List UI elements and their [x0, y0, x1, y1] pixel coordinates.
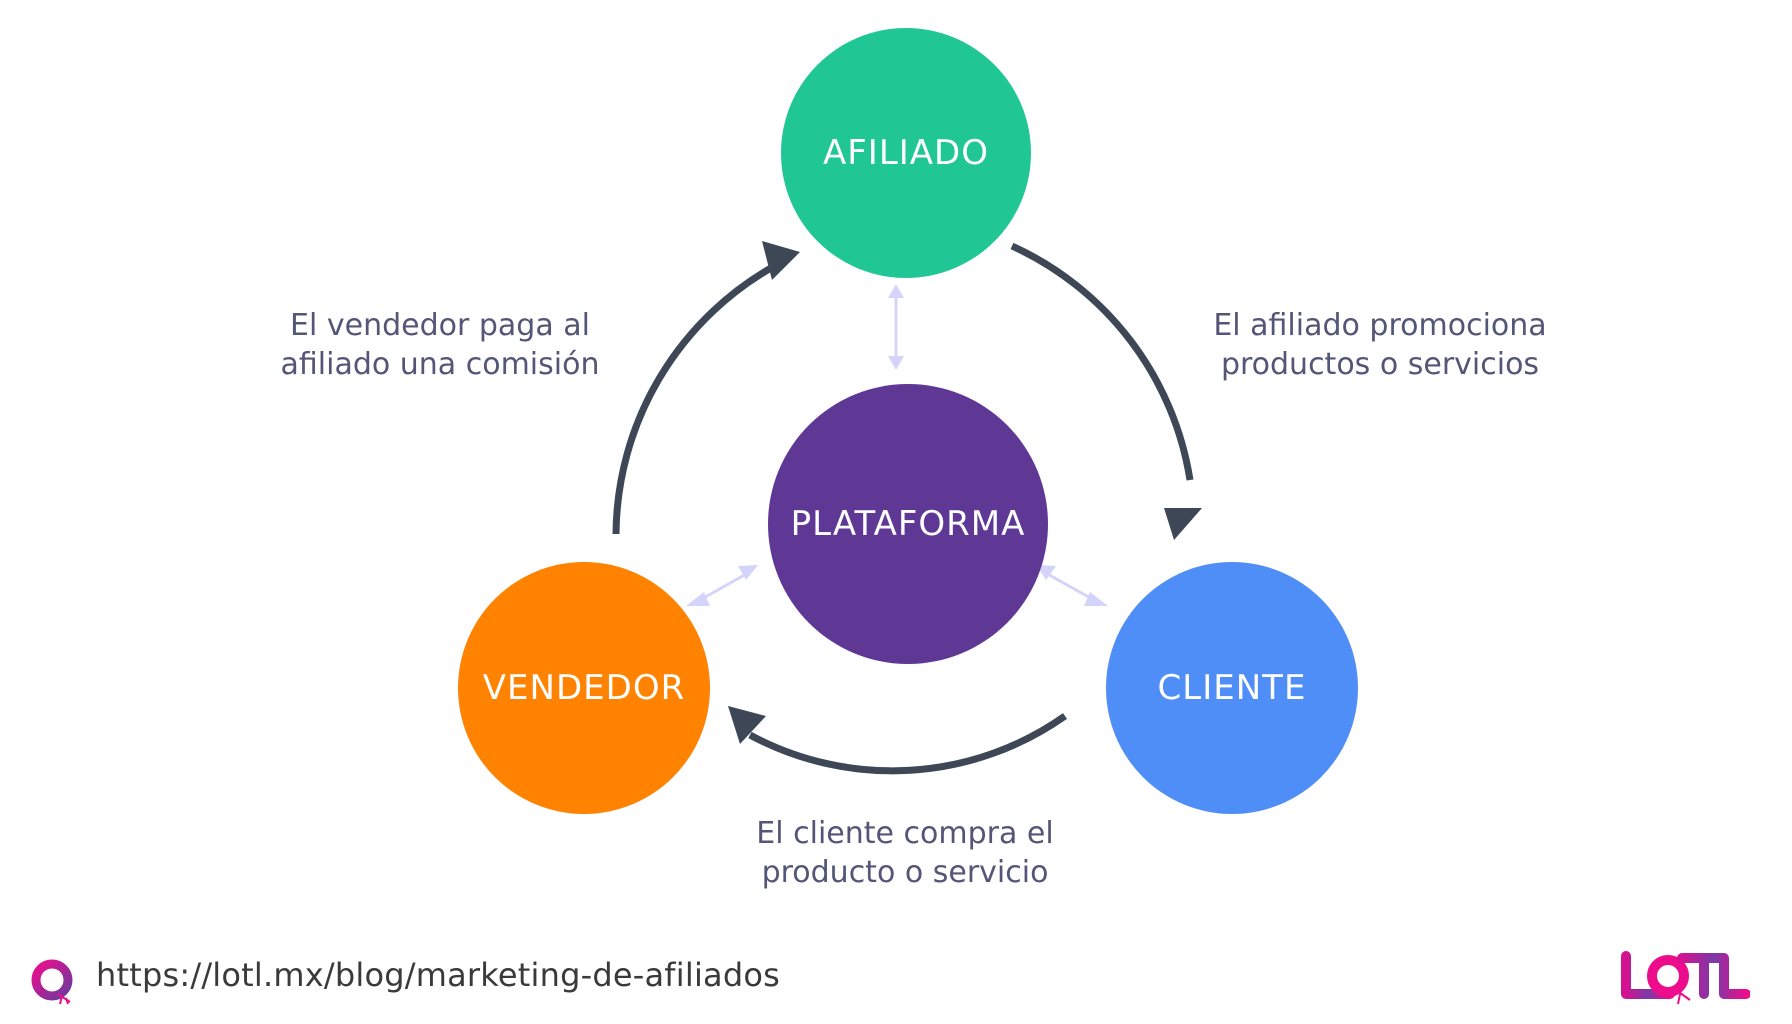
arrow-head-cliente-to-vendedor [728, 706, 766, 744]
caption-right-line1: El afiliado promociona [1213, 308, 1547, 343]
link-plataforma-afiliado [888, 284, 904, 370]
node-cliente: CLIENTE [1106, 562, 1358, 814]
arrow-vendedor-to-afiliado [612, 260, 780, 535]
node-afiliado: AFILIADO [781, 28, 1031, 278]
link-plataforma-cliente [1036, 565, 1108, 606]
arrow-head-vendedor-to-afiliado [762, 241, 800, 280]
caption-left-line1: El vendedor paga al [290, 308, 590, 343]
caption-bottom-line1: El cliente compra el [756, 816, 1054, 851]
node-afiliado-label: AFILIADO [822, 133, 989, 173]
arrow-cliente-to-vendedor [748, 713, 1068, 775]
node-cliente-label: CLIENTE [1157, 668, 1307, 708]
caption-bottom-line2: producto o servicio [761, 855, 1049, 890]
node-vendedor-label: VENDEDOR [482, 668, 686, 708]
node-vendedor: VENDEDOR [458, 562, 710, 814]
source-url[interactable]: https://lotl.mx/blog/marketing-de-afilia… [96, 956, 781, 994]
link-plataforma-vendedor [686, 565, 758, 606]
arrow-head-afiliado-to-cliente [1164, 508, 1202, 540]
caption-right-line2: productos o servicios [1220, 347, 1540, 382]
node-plataforma: PLATAFORMA [768, 384, 1048, 664]
arrow-afiliado-to-cliente [1010, 242, 1194, 481]
caption-afiliado-promociona: El afiliado promociona productos o servi… [1170, 306, 1590, 384]
caption-left-line2: afiliado una comisión [280, 347, 600, 382]
node-plataforma-label: PLATAFORMA [790, 504, 1026, 544]
caption-vendedor-paga: El vendedor paga al afiliado una comisió… [240, 306, 640, 384]
lotl-o-icon [31, 959, 73, 1005]
caption-cliente-compra: El cliente compra el producto o servicio [700, 814, 1110, 892]
lotl-logo [1621, 951, 1750, 1005]
